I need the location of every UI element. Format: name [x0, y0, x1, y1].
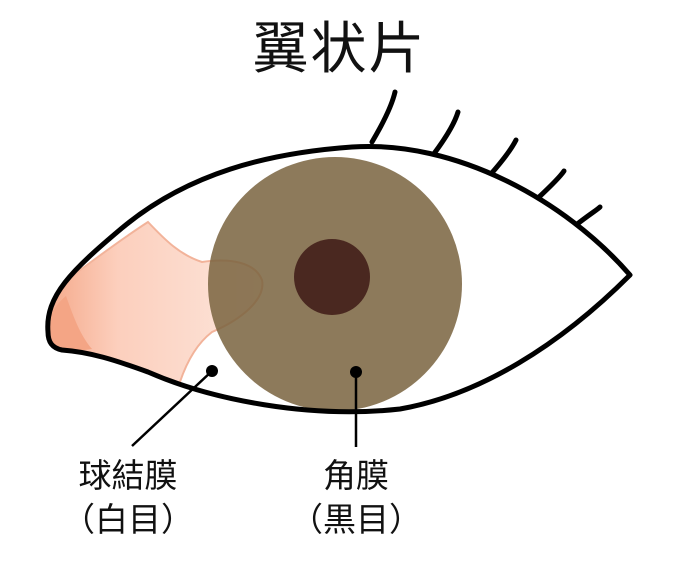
label-conjunctiva: 球結膜	[78, 456, 178, 495]
eyelashes	[369, 89, 603, 228]
label-cornea-alias: （黒目）	[290, 500, 422, 539]
callout-cornea	[350, 366, 362, 447]
pupil	[294, 239, 370, 315]
eye-outline	[45, 143, 633, 415]
eyelash	[487, 137, 519, 178]
label-conjunctiva-alias: （白目）	[62, 500, 194, 539]
eyelash	[369, 89, 398, 145]
eyelash	[535, 168, 567, 201]
eyelash	[430, 109, 461, 158]
callout-conjunctiva	[131, 365, 218, 447]
callout-line	[131, 370, 213, 447]
diagram-title: 翼状片	[252, 17, 427, 82]
label-cornea: 角膜	[323, 456, 389, 495]
eyelash	[573, 204, 603, 228]
caruncle	[47, 296, 92, 351]
